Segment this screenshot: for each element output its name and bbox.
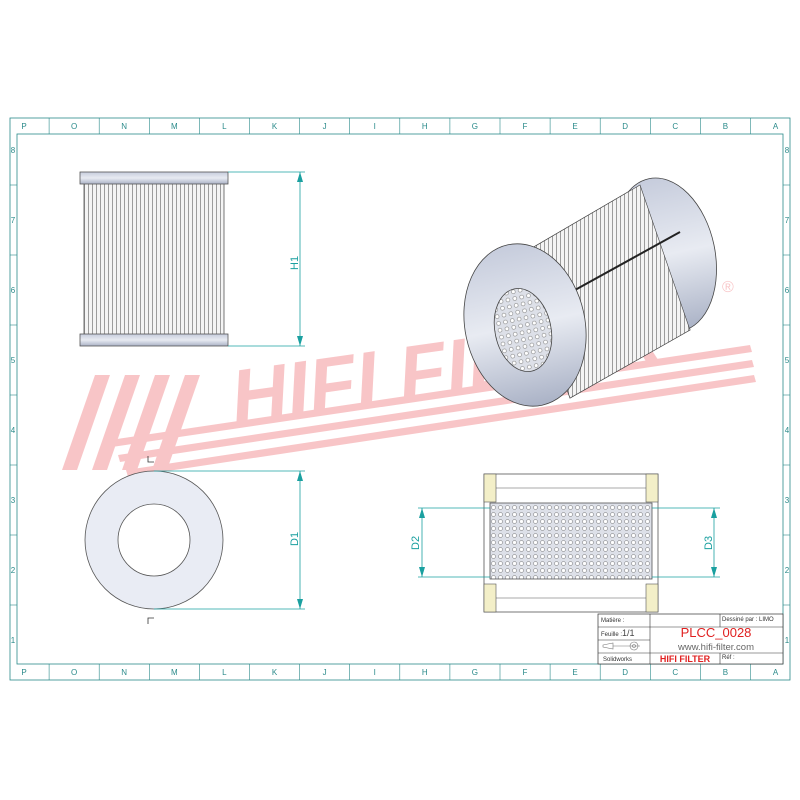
border-ticks — [10, 118, 790, 680]
row-label: 3 — [785, 496, 790, 505]
column-label: O — [71, 122, 77, 131]
column-label: P — [21, 122, 26, 131]
row-label: 1 — [785, 636, 790, 645]
column-label: C — [672, 668, 678, 677]
row-label: 6 — [785, 286, 790, 295]
row-label: 7 — [11, 216, 16, 225]
column-label: H — [422, 668, 428, 677]
column-label: K — [272, 668, 278, 677]
column-label: N — [121, 122, 127, 131]
column-label: F — [523, 668, 528, 677]
column-label: A — [773, 122, 779, 131]
row-label: 4 — [785, 426, 790, 435]
column-label: F — [523, 122, 528, 131]
section-view: D2 D3 — [410, 473, 720, 613]
brand-name: HIFI FILTER — [660, 654, 711, 664]
column-label: D — [622, 668, 628, 677]
column-label: P — [21, 668, 26, 677]
column-label: L — [222, 668, 227, 677]
part-number: PLCC_0028 — [681, 625, 752, 640]
column-label: L — [222, 122, 227, 131]
sheet-label: Feuille : — [601, 632, 622, 638]
column-label: B — [723, 122, 728, 131]
row-label: 2 — [11, 566, 16, 575]
row-label: 3 — [11, 496, 16, 505]
column-label: J — [323, 122, 327, 131]
top-view: D1 — [84, 456, 305, 624]
column-label: G — [472, 122, 478, 131]
row-label: 5 — [11, 356, 16, 365]
drawn-by: Dessiné par : LIMO — [722, 617, 774, 623]
column-label: B — [723, 668, 728, 677]
row-label: 5 — [785, 356, 790, 365]
front-view: H1 — [79, 171, 305, 347]
column-label: D — [622, 122, 628, 131]
column-label: M — [171, 668, 178, 677]
column-label: G — [472, 668, 478, 677]
sheet-value: 1/1 — [622, 628, 635, 638]
dimension-d1: D1 — [289, 532, 301, 546]
row-label: 7 — [785, 216, 790, 225]
column-label: E — [572, 122, 577, 131]
column-labels: P P O O N N M M L L K K J J I I H H G G F F E E D D C C B B A A — [21, 122, 779, 677]
software-label: Solidworks — [603, 657, 632, 663]
column-label: N — [121, 668, 127, 677]
column-label: C — [672, 122, 678, 131]
column-label: M — [171, 122, 178, 131]
projection-symbol-icon — [602, 641, 640, 651]
column-label: O — [71, 668, 77, 677]
row-label: 1 — [11, 636, 16, 645]
dimension-d3: D3 — [703, 536, 715, 550]
website: www.hifi-filter.com — [677, 642, 754, 653]
row-label: 6 — [11, 286, 16, 295]
reference-label: Réf : — [722, 655, 735, 661]
isometric-view — [463, 177, 717, 407]
row-label: 8 — [785, 146, 790, 155]
column-label: K — [272, 122, 278, 131]
title-block: Matière : Feuille : 1/1 Solidworks PLCC_… — [597, 613, 784, 665]
dimension-h1: H1 — [289, 256, 301, 270]
row-label: 4 — [11, 426, 16, 435]
row-label: 2 — [785, 566, 790, 575]
row-label: 8 — [11, 146, 16, 155]
column-label: A — [773, 668, 779, 677]
column-label: H — [422, 122, 428, 131]
column-label: E — [572, 668, 577, 677]
row-labels: 8 8 7 7 6 6 5 5 4 4 3 3 2 2 1 1 — [11, 146, 790, 645]
material-label: Matière : — [601, 618, 625, 624]
dimension-d2: D2 — [410, 536, 422, 550]
registered-mark: ® — [722, 279, 734, 296]
column-label: I — [374, 668, 376, 677]
column-label: I — [374, 122, 376, 131]
column-label: J — [323, 668, 327, 677]
